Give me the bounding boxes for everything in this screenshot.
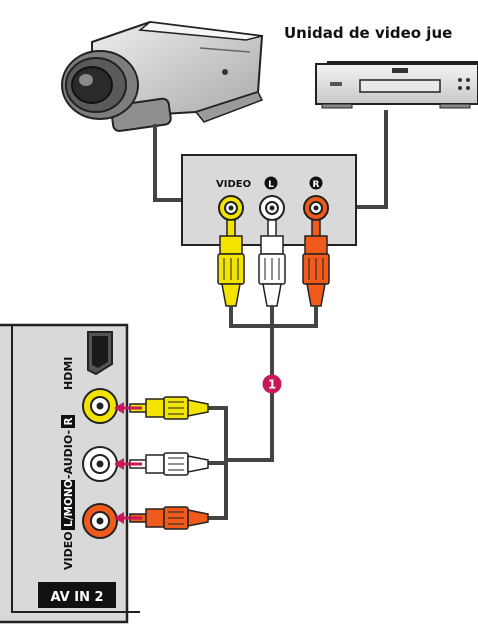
video-player-icon	[315, 61, 478, 109]
bottom-cable-bundle	[206, 406, 228, 520]
video-label: VIDEO	[216, 179, 251, 190]
camcorder-icon	[61, 20, 264, 132]
mono-label-box	[61, 480, 75, 530]
audio-right-plug-top	[302, 219, 330, 307]
left-channel-badge	[264, 176, 278, 190]
hdmi-port	[87, 331, 113, 376]
tv-audio-label: -AUDIO-	[62, 430, 75, 479]
tv-audio-right-input-jack	[82, 503, 118, 539]
tv-right-badge-box	[61, 415, 75, 428]
tv-video-label: VIDEO	[62, 531, 75, 570]
camcorder-link-line	[153, 124, 182, 202]
right-channel-badge	[309, 176, 323, 190]
arrow-left-icon	[114, 458, 142, 470]
av-input-vertical-label: VIDEO L/MONO -AUDIO- R	[61, 415, 75, 570]
audio-right-output-jack	[303, 195, 329, 221]
step-callout-number: 1	[268, 378, 276, 392]
arrow-left-icon	[114, 512, 142, 524]
step-callout-badge	[262, 374, 282, 394]
video-plug-top	[217, 219, 245, 307]
hdmi-label: HDMI	[62, 357, 75, 390]
tv-mono-label: L/MONO	[63, 479, 75, 527]
tv-side-panel: AV IN 2 HDMI VIDEO L/MONO -AUDIO- R	[0, 323, 140, 624]
video-output-jack	[218, 195, 244, 221]
insert-arrows	[114, 402, 142, 524]
right-channel-badge-text: R	[313, 180, 320, 190]
audio-left-plug-tv	[129, 452, 209, 476]
audio-right-plug-tv	[129, 506, 209, 530]
left-channel-badge-text: L	[268, 180, 274, 190]
top-cable-bundle	[226, 306, 318, 462]
audio-left-plug-top	[258, 219, 286, 307]
vcr-link-line	[356, 110, 388, 209]
av-in-label: AV IN 2	[50, 590, 103, 605]
arrow-left-icon	[114, 402, 142, 414]
tv-audio-left-input-jack	[82, 446, 118, 482]
av-in-label-box	[38, 582, 116, 608]
tv-right-badge: R	[63, 417, 75, 425]
audio-left-output-jack	[259, 195, 285, 221]
tv-video-input-jack	[82, 388, 118, 424]
playback-unit-label: Unidad de video jue	[284, 24, 452, 42]
